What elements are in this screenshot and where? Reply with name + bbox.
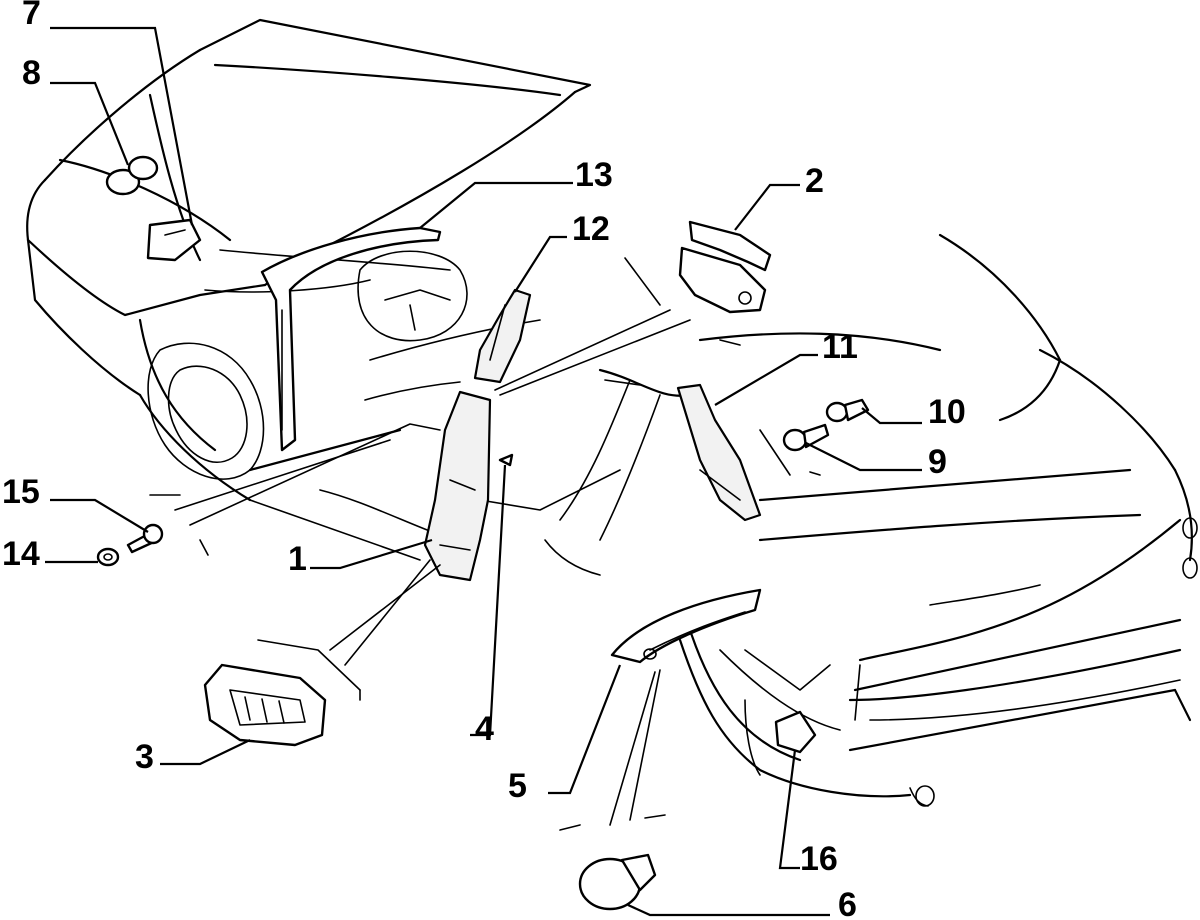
callout-7: 7	[22, 0, 41, 32]
callout-9: 9	[928, 443, 947, 481]
car-body-outline	[26, 18, 1198, 807]
callout-5: 5	[508, 767, 527, 805]
callout-8: 8	[22, 54, 41, 92]
upper-b-pillar-trim-part	[473, 288, 532, 384]
sill-trim-part	[610, 588, 762, 664]
grommet-8-part	[105, 155, 159, 196]
washer-14-part	[96, 547, 120, 567]
callout-1: 1	[288, 540, 307, 578]
push-pin-15-part	[126, 523, 164, 554]
c-pillar-trim-part	[676, 383, 762, 522]
fastener-9-part	[782, 423, 830, 452]
callout-4: 4	[475, 710, 494, 748]
small-clip-part	[498, 453, 514, 467]
callout-16: 16	[800, 840, 838, 878]
round-plug-part	[578, 853, 657, 911]
callout-labels: 7 8 13 12 2 11 10 9 15 14 1 4 3 5 16 6	[2, 0, 966, 920]
callout-15: 15	[2, 473, 40, 511]
callout-12: 12	[572, 210, 610, 248]
leader-lines	[45, 26, 922, 917]
lower-b-pillar-trim-part	[423, 390, 492, 582]
fastener-10-part	[825, 398, 870, 423]
vent-grille-part	[203, 663, 327, 747]
clip-7-part	[146, 218, 202, 262]
clip-16-part	[774, 710, 817, 754]
callout-10: 10	[928, 393, 966, 431]
seatbelt-bracket-part	[678, 220, 772, 314]
callout-11: 11	[822, 328, 858, 366]
callout-6: 6	[838, 886, 857, 920]
callout-2: 2	[805, 162, 824, 200]
callout-14: 14	[2, 535, 40, 573]
callout-3: 3	[135, 738, 154, 776]
callout-13: 13	[575, 156, 613, 194]
a-pillar-trim-part	[260, 226, 442, 452]
